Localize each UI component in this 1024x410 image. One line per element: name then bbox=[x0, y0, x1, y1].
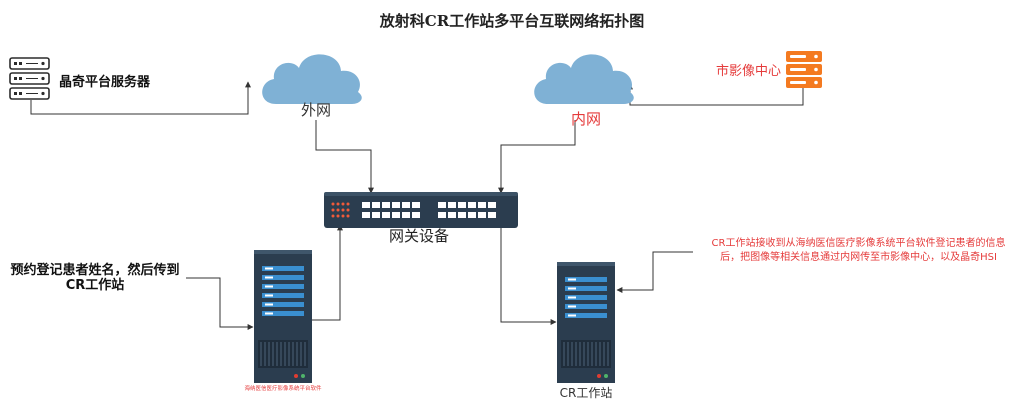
cr-note-line: CR工作站接收到从海纳医信医疗影像系统平台软件登记患者的信息 bbox=[711, 238, 1006, 249]
edge-city-to-internal bbox=[627, 83, 804, 106]
jingqi-server-label: 晶奇平台服务器 bbox=[59, 75, 151, 90]
city-imaging-label: 市影像中心 bbox=[716, 64, 782, 79]
edge-note-to-cr bbox=[616, 251, 693, 293]
external-net-label: 外网 bbox=[300, 101, 331, 119]
registration-note-line: CR工作站 bbox=[65, 278, 125, 293]
cr-workstation-label: CR工作站 bbox=[559, 386, 613, 400]
cloud-icon bbox=[262, 54, 362, 104]
edge-internal-to-gateway bbox=[498, 120, 576, 194]
hospital-server-label: 海纳医信医疗影像系统平台软件 bbox=[244, 386, 322, 392]
edge-jingqi-to-external bbox=[30, 81, 251, 115]
connectors bbox=[30, 81, 804, 330]
cloud-icon bbox=[534, 54, 634, 104]
gateway-label: 网关设备 bbox=[388, 227, 449, 245]
registration-note-line: 预约登记患者姓名，然后传到 bbox=[10, 263, 180, 278]
network-switch-icon bbox=[324, 192, 518, 228]
edge-server-to-gateway bbox=[312, 224, 343, 321]
edge-external-to-gateway bbox=[315, 120, 374, 194]
server-tower-icon bbox=[557, 262, 615, 383]
edge-gateway-to-cr bbox=[500, 227, 557, 325]
page-title: 放射科CR工作站多平台互联网络拓扑图 bbox=[379, 12, 645, 30]
server-stack-icon bbox=[9, 57, 50, 100]
edge-note-to-server bbox=[186, 277, 254, 330]
server-stack-orange-icon bbox=[786, 51, 822, 88]
server-tower-icon bbox=[254, 250, 312, 383]
internal-net-label: 内网 bbox=[570, 110, 601, 128]
registration-note: 预约登记患者姓名，然后传到 CR工作站 bbox=[6, 263, 184, 293]
cr-note-line: 后，把图像等相关信息通过内网传至市影像中心，以及晶奇HSI bbox=[720, 252, 997, 263]
cr-note: CR工作站接收到从海纳医信医疗影像系统平台软件登记患者的信息 后，把图像等相关信… bbox=[693, 237, 1024, 265]
